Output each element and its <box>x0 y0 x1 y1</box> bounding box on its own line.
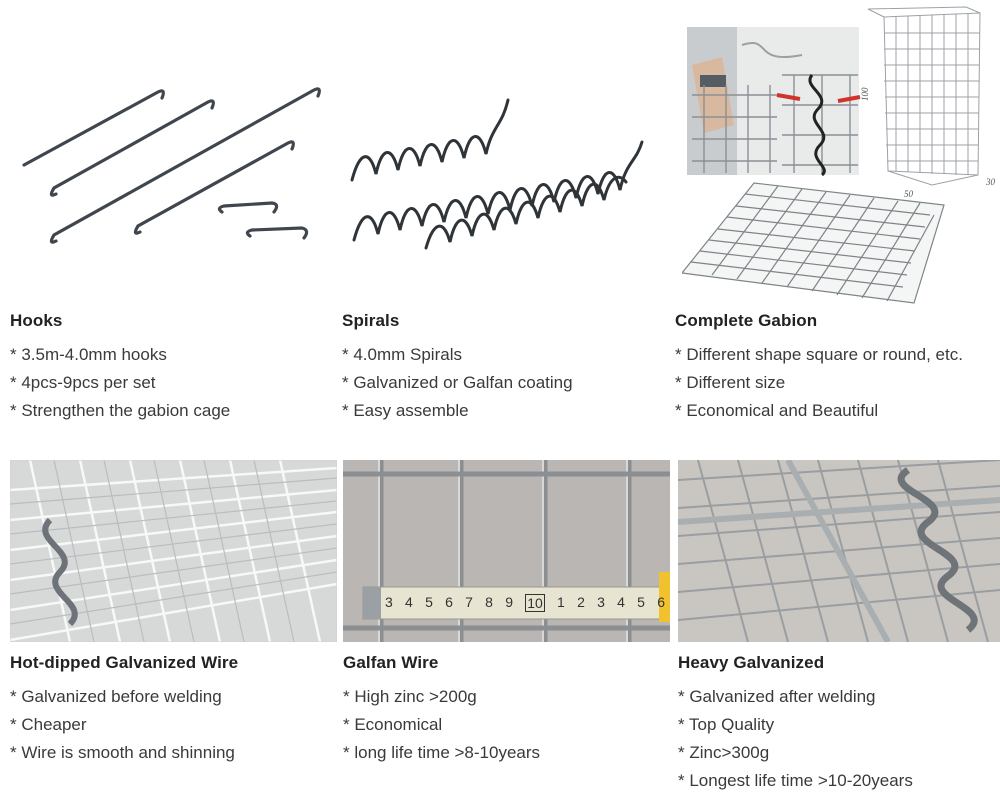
feature-list: * Galvanized after welding * Top Quality… <box>678 683 1000 795</box>
tape-digit: 8 <box>485 594 493 610</box>
tape-digit: 9 <box>505 594 513 610</box>
feature-list: * High zinc >200g * Economical * long li… <box>343 683 670 767</box>
spirals-illustration <box>350 98 644 250</box>
list-item: * Economical <box>343 715 443 734</box>
list-item: * Cheaper <box>10 715 87 734</box>
list-item: * Economical and Beautiful <box>675 401 879 420</box>
heavy-galvanized-section: Heavy Galvanized * Galvanized after weld… <box>678 653 1000 795</box>
list-item: * Different shape square or round, etc. <box>675 345 963 364</box>
feature-list: * Different shape square or round, etc. … <box>675 341 995 425</box>
list-item: * Longest life time >10-20years <box>678 771 913 790</box>
list-item: * 4pcs-9pcs per set <box>10 373 156 392</box>
tape-digit: 6 <box>445 594 453 610</box>
tape-digit: 4 <box>405 594 413 610</box>
tape-digit: 5 <box>425 594 433 610</box>
section-title: Galfan Wire <box>343 653 439 672</box>
heavy-galvanized-illustration <box>678 460 1000 642</box>
hook-4 <box>133 140 295 235</box>
section-title: Hot-dipped Galvanized Wire <box>10 653 239 672</box>
complete-gabion-image: 100 50 30 <box>682 5 1000 310</box>
galfan-illustration <box>343 460 670 642</box>
hook-6 <box>245 226 309 240</box>
list-item: * Galvanized after welding <box>678 687 876 706</box>
hook-3 <box>49 87 321 244</box>
tape-digit: 2 <box>577 594 585 610</box>
list-item: * Strengthen the gabion cage <box>10 401 231 420</box>
tape-digits: 3 4 5 6 7 8 9 10 1 2 3 4 5 6 <box>385 594 665 612</box>
tape-digit: 4 <box>617 594 625 610</box>
feature-list: * Galvanized before welding * Cheaper * … <box>10 683 337 767</box>
tape-digit: 6 <box>657 594 665 610</box>
hooks-image <box>10 70 330 260</box>
galfan-wire-image: 3 4 5 6 7 8 9 10 1 2 3 4 5 6 <box>343 460 670 642</box>
list-item: * Galvanized before welding <box>10 687 222 706</box>
complete-gabion-section: Complete Gabion * Different shape square… <box>675 311 995 425</box>
hook-1 <box>22 89 165 167</box>
list-item: * 3.5m-4.0mm hooks <box>10 345 167 364</box>
list-item: * Galvanized or Galfan coating <box>342 373 573 392</box>
hook-2 <box>49 99 215 197</box>
gabion-illustration: 100 50 30 <box>682 6 996 304</box>
list-item: * long life time >8-10years <box>343 743 541 762</box>
hook-5 <box>217 201 279 214</box>
list-item: * Top Quality <box>678 715 775 734</box>
gabion-box-diagram <box>867 6 981 186</box>
spiral-2 <box>352 140 644 242</box>
hot-dipped-illustration <box>10 460 337 642</box>
width-label: 50 <box>904 189 914 199</box>
hooks-section: Hooks * 3.5m-4.0mm hooks * 4pcs-9pcs per… <box>10 311 330 425</box>
list-item: * Wire is smooth and shinning <box>10 743 235 762</box>
spirals-image <box>340 70 660 260</box>
list-item: * High zinc >200g <box>343 687 477 706</box>
tape-digit: 1 <box>557 594 565 610</box>
flat-mesh-panel <box>682 182 945 304</box>
section-title: Spirals <box>342 311 400 330</box>
tape-digit: 5 <box>637 594 645 610</box>
tape-digit: 7 <box>465 594 473 610</box>
assembly-photo <box>687 27 861 177</box>
hot-dipped-section: Hot-dipped Galvanized Wire * Galvanized … <box>10 653 337 767</box>
spirals-section: Spirals * 4.0mm Spirals * Galvanized or … <box>342 311 662 425</box>
feature-list: * 4.0mm Spirals * Galvanized or Galfan c… <box>342 341 662 425</box>
tape-digit: 3 <box>385 594 393 610</box>
hot-dipped-wire-image <box>10 460 337 642</box>
tape-measure <box>362 586 670 620</box>
list-item: * Different size <box>675 373 786 392</box>
heavy-galvanized-image <box>678 460 1000 642</box>
section-title: Hooks <box>10 311 63 330</box>
spiral-3 <box>424 175 628 250</box>
spiral-1 <box>350 98 510 182</box>
feature-list: * 3.5m-4.0mm hooks * 4pcs-9pcs per set *… <box>10 341 330 425</box>
hooks-illustration <box>22 87 321 244</box>
galfan-section: Galfan Wire * High zinc >200g * Economic… <box>343 653 670 767</box>
list-item: * Easy assemble <box>342 401 469 420</box>
tape-digit: 10 <box>525 594 545 612</box>
section-title: Heavy Galvanized <box>678 653 825 672</box>
list-item: * Zinc>300g <box>678 743 770 762</box>
section-title: Complete Gabion <box>675 311 818 330</box>
height-label: 100 <box>860 87 870 101</box>
list-item: * 4.0mm Spirals <box>342 345 462 364</box>
depth-label: 30 <box>985 177 996 187</box>
tape-digit: 3 <box>597 594 605 610</box>
